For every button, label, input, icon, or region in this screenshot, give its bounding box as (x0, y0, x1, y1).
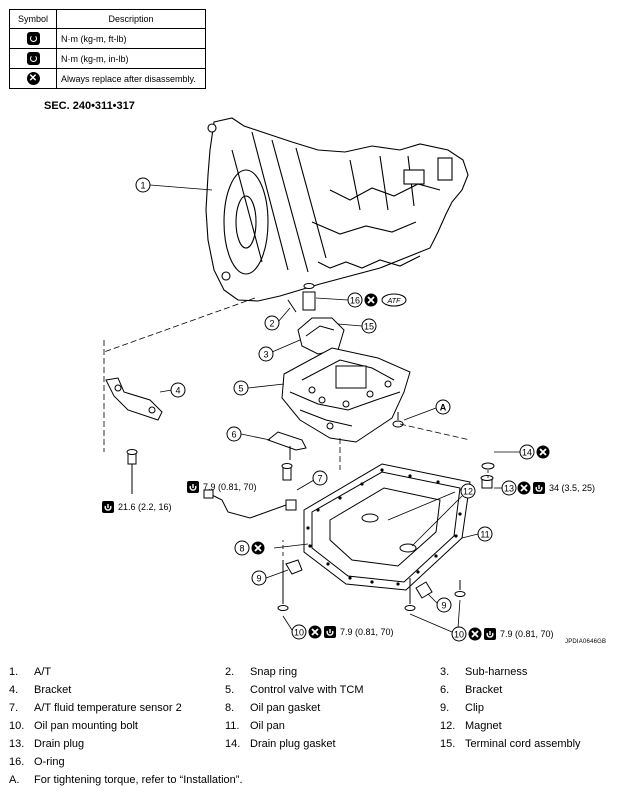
callout-3: 3 (263, 350, 268, 360)
part-name: A/T fluid temperature sensor 2 (34, 702, 182, 714)
callout-15: 15 (364, 322, 374, 332)
legend-row-3-text: Always replace after disassembly. (56, 68, 206, 89)
torque-nm-icon (26, 32, 40, 45)
parts-row: 7. A/T fluid temperature sensor 2 8. Oil p… (9, 699, 619, 717)
replace-x-icon-16 (363, 292, 379, 308)
callout-9-right: 9 (441, 601, 446, 611)
part-name: Oil pan gasket (250, 702, 321, 714)
torque-pan-bolt-front: 7.9 (0.81, 70) (340, 627, 394, 637)
torque-icon-pan-bolt-right (483, 627, 497, 641)
callout-7: 7 (317, 474, 322, 484)
part-number: 16. (9, 756, 25, 768)
symbol-legend-table: Symbol Description N·m (kg-m, ft-lb) N·m… (9, 9, 206, 89)
part-number: 13. (9, 738, 25, 750)
callout-10-front: 10 (294, 628, 304, 638)
part-name: Sub-harness (465, 666, 528, 678)
callout-1: 1 (140, 181, 145, 191)
part-number: 6. (440, 684, 450, 696)
callout-11: 11 (480, 530, 489, 540)
part-name: Bracket (465, 684, 503, 696)
part-number: 10. (9, 720, 25, 732)
parts-list: 1. A/T 2. Snap ring 3. Sub-harness 4. Bracke… (9, 663, 619, 789)
part-number: 14. (225, 738, 241, 750)
parts-row: 16. O-ring (9, 753, 619, 771)
callout-13: 13 (504, 484, 514, 494)
part-name: Snap ring (250, 666, 298, 678)
replace-x-icon-10-right (467, 626, 483, 642)
callout-9-left: 9 (256, 574, 261, 584)
part-name: Clip (465, 702, 484, 714)
torque-sensor: 7.9 (0.81, 70) (203, 482, 257, 492)
callout-8: 8 (239, 544, 244, 554)
part-name: O-ring (34, 756, 65, 768)
callout-5: 5 (238, 384, 243, 394)
note-label: A. (9, 774, 20, 786)
part-name: Oil pan mounting bolt (34, 720, 138, 732)
parts-row: 4. Bracket 5. Control valve with TCM 6. Bra… (9, 681, 619, 699)
part-number: 15. (440, 738, 456, 750)
callout-2: 2 (269, 319, 274, 329)
torque-bracket-bolt: 21.6 (2.2, 16) (118, 502, 172, 512)
callout-14: 14 (522, 448, 532, 458)
torque-icon-bracket-bolt (101, 500, 115, 514)
callout-16: 16 (350, 296, 360, 306)
parts-row: 13. Drain plug 14. Drain plug gasket 15. Te… (9, 735, 619, 753)
part-number: 5. (225, 684, 235, 696)
part-name: Magnet (465, 720, 502, 732)
part-number: 12. (440, 720, 456, 732)
part-name: Bracket (34, 684, 72, 696)
callout-4: 4 (175, 386, 180, 396)
callout-6: 6 (231, 430, 236, 440)
callout-A: A (440, 403, 447, 413)
torque-drain-plug: 34 (3.5, 25) (549, 483, 595, 493)
transmission-case (205, 117, 469, 302)
part-name: A/T (34, 666, 52, 678)
installation-note: A. For tightening torque, refer to “Inst… (9, 771, 619, 789)
atf-badge: ATF (387, 298, 401, 305)
part-number: 2. (225, 666, 235, 678)
replace-x-icon-10-front (307, 624, 323, 640)
torque-icon-drain-plug (532, 481, 546, 495)
replace-x-icon-13 (516, 480, 532, 496)
callout-12: 12 (463, 487, 473, 497)
part-name: Oil pan (250, 720, 285, 732)
part-number: 4. (9, 684, 19, 696)
part-number: 1. (9, 666, 19, 678)
part-number: 7. (9, 702, 19, 714)
torque-icon-pan-bolt-front (323, 625, 337, 639)
part-name: Control valve with TCM (250, 684, 364, 696)
part-name: Drain plug (34, 738, 85, 750)
parts-row: 10. Oil pan mounting bolt 11. Oil pan 12. M… (9, 717, 619, 735)
note-text: For tightening torque, refer to “Install… (34, 774, 243, 786)
torque-icon-sensor (186, 480, 200, 494)
replace-x-icon-14 (535, 444, 551, 460)
torque-pan-bolt-right: 7.9 (0.81, 70) (500, 629, 554, 639)
callout-10-right: 10 (454, 630, 464, 640)
part-number: 11. (225, 720, 240, 732)
part-number: 8. (225, 702, 235, 714)
parts-row: 1. A/T 2. Snap ring 3. Sub-harness (9, 663, 619, 681)
part-number: 9. (440, 702, 450, 714)
always-replace-icon: ✕ (26, 72, 40, 85)
diagram-code: JPDIA0646GB (565, 639, 607, 645)
section-number: SEC. 240•311•317 (44, 100, 135, 112)
part-number: 3. (440, 666, 450, 678)
part-name: Drain plug gasket (250, 738, 336, 750)
replace-x-icon-8 (250, 540, 266, 556)
torque-nm-in-icon (26, 52, 40, 65)
part-name: Terminal cord assembly (465, 738, 581, 750)
